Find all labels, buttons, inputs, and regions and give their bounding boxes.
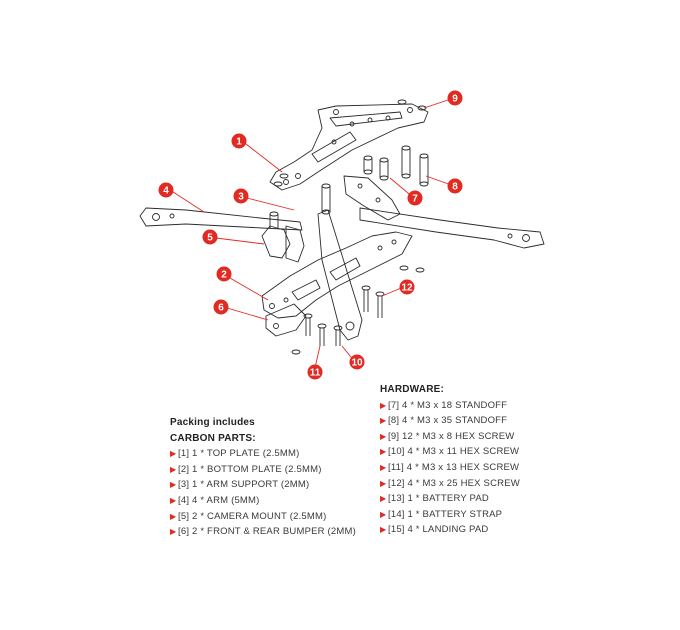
svg-text:4: 4 bbox=[163, 186, 169, 197]
list-item: ▶[1] 1 * TOP PLATE (2.5MM) bbox=[170, 446, 356, 462]
list-item: ▶[4] 4 * ARM (5MM) bbox=[170, 493, 356, 509]
hardware-list: HARDWARE: ▶[7] 4 * M3 x 18 STANDOFF ▶[8]… bbox=[380, 382, 520, 538]
callout-5: 5 bbox=[202, 229, 218, 245]
list-item: ▶[10] 4 * M3 x 11 HEX SCREW bbox=[380, 444, 520, 460]
callouts: 1 2 3 4 5 6 7 8 9 10 11 12 bbox=[158, 90, 463, 380]
carbon-parts-title: CARBON PARTS: bbox=[170, 432, 256, 444]
svg-text:5: 5 bbox=[207, 233, 213, 244]
arrow-right-icon: ▶ bbox=[170, 449, 177, 459]
packing-list: Packing includes CARBON PARTS: ▶[1] 1 * … bbox=[170, 415, 356, 540]
list-item: ▶[6] 2 * FRONT & REAR BUMPER (2MM) bbox=[170, 524, 356, 540]
list-item: ▶[3] 1 * ARM SUPPORT (2MM) bbox=[170, 477, 356, 493]
standoffs bbox=[269, 145, 429, 228]
arm-rear bbox=[317, 209, 363, 341]
hardware-title: HARDWARE: bbox=[380, 384, 445, 395]
arrow-right-icon: ▶ bbox=[380, 462, 387, 472]
arrow-right-icon: ▶ bbox=[380, 525, 387, 535]
arrow-right-icon: ▶ bbox=[170, 464, 177, 474]
list-item: ▶[12] 4 * M3 x 25 HEX SCREW bbox=[380, 476, 520, 492]
list-item: ▶[14] 1 * BATTERY STRAP bbox=[380, 507, 520, 523]
top-plate bbox=[269, 103, 429, 191]
callout-4: 4 bbox=[158, 182, 174, 198]
camera-mount bbox=[261, 225, 305, 263]
list-item: ▶[5] 2 * CAMERA MOUNT (2.5MM) bbox=[170, 509, 356, 525]
list-item: ▶[13] 1 * BATTERY PAD bbox=[380, 491, 520, 507]
svg-text:11: 11 bbox=[310, 368, 321, 379]
callout-8: 8 bbox=[447, 178, 463, 194]
svg-text:6: 6 bbox=[218, 303, 224, 314]
callout-9: 9 bbox=[447, 90, 463, 106]
arrow-right-icon: ▶ bbox=[380, 431, 387, 441]
svg-text:9: 9 bbox=[452, 94, 458, 105]
top-screws bbox=[273, 99, 427, 187]
list-item: ▶[15] 4 * LANDING PAD bbox=[380, 522, 520, 538]
list-item: ▶[2] 1 * BOTTOM PLATE (2.5MM) bbox=[170, 462, 356, 478]
list-item: ▶[8] 4 * M3 x 35 STANDOFF bbox=[380, 413, 520, 429]
svg-text:8: 8 bbox=[452, 182, 458, 193]
callout-11: 11 bbox=[307, 364, 323, 380]
callout-1: 1 bbox=[231, 133, 247, 149]
arrow-right-icon: ▶ bbox=[380, 400, 387, 410]
svg-text:1: 1 bbox=[236, 137, 242, 148]
callout-12: 12 bbox=[399, 279, 415, 295]
svg-text:7: 7 bbox=[412, 194, 418, 205]
arm-support bbox=[343, 175, 401, 221]
arrow-right-icon: ▶ bbox=[380, 494, 387, 504]
callout-6: 6 bbox=[213, 299, 229, 315]
list-item: ▶[11] 4 * M3 x 13 HEX SCREW bbox=[380, 460, 520, 476]
svg-text:3: 3 bbox=[238, 192, 244, 203]
arrow-right-icon: ▶ bbox=[170, 527, 177, 537]
list-item: ▶[7] 4 * M3 x 18 STANDOFF bbox=[380, 398, 520, 414]
bumper bbox=[265, 303, 307, 337]
arrow-right-icon: ▶ bbox=[170, 511, 177, 521]
callout-3: 3 bbox=[233, 188, 249, 204]
packing-title: Packing includes bbox=[170, 417, 255, 428]
arrow-right-icon: ▶ bbox=[380, 509, 387, 519]
callout-7: 7 bbox=[407, 190, 423, 206]
arrow-right-icon: ▶ bbox=[170, 495, 177, 505]
list-item: ▶[9] 12 * M3 x 8 HEX SCREW bbox=[380, 429, 520, 445]
svg-text:10: 10 bbox=[351, 358, 363, 369]
arm-right bbox=[359, 207, 545, 249]
callout-10: 10 bbox=[349, 354, 365, 370]
arrow-right-icon: ▶ bbox=[170, 480, 177, 490]
arrow-right-icon: ▶ bbox=[380, 416, 387, 426]
bottom-screws bbox=[291, 265, 425, 355]
arrow-right-icon: ▶ bbox=[380, 478, 387, 488]
arrow-right-icon: ▶ bbox=[380, 447, 387, 457]
svg-text:2: 2 bbox=[221, 270, 227, 281]
callout-2: 2 bbox=[216, 266, 232, 282]
frame-drawing bbox=[139, 99, 545, 355]
bottom-plate bbox=[261, 231, 413, 319]
svg-text:12: 12 bbox=[401, 283, 413, 294]
